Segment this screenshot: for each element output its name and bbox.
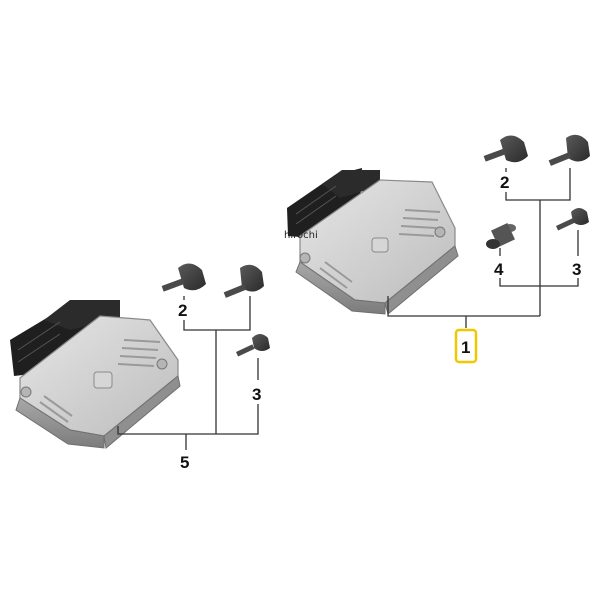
callout-right-assembly: 1 [461, 338, 470, 357]
left-ecu-unit [10, 300, 181, 449]
left-key-side [235, 334, 270, 357]
callout-left-ecu: 5 [180, 453, 189, 472]
right-ecu-connector [287, 168, 380, 238]
right-key-left [483, 135, 528, 163]
callout-right-bolt: 4 [494, 260, 504, 279]
left-key-left [161, 263, 206, 292]
callout-1-highlight [454, 328, 478, 364]
leader-lines [117, 168, 579, 450]
right-bolt [486, 223, 516, 249]
callout-right-key-side: 3 [572, 260, 581, 279]
left-key-right [223, 264, 264, 298]
right-key-right [548, 134, 590, 166]
callout-right-key-top: 2 [500, 173, 509, 192]
right-ecu-unit [287, 168, 459, 315]
callout-left-key-side: 3 [252, 385, 261, 404]
right-key-side [555, 208, 589, 231]
callout-left-key-top: 2 [178, 301, 187, 320]
watermark-text: hirochi [284, 230, 318, 241]
